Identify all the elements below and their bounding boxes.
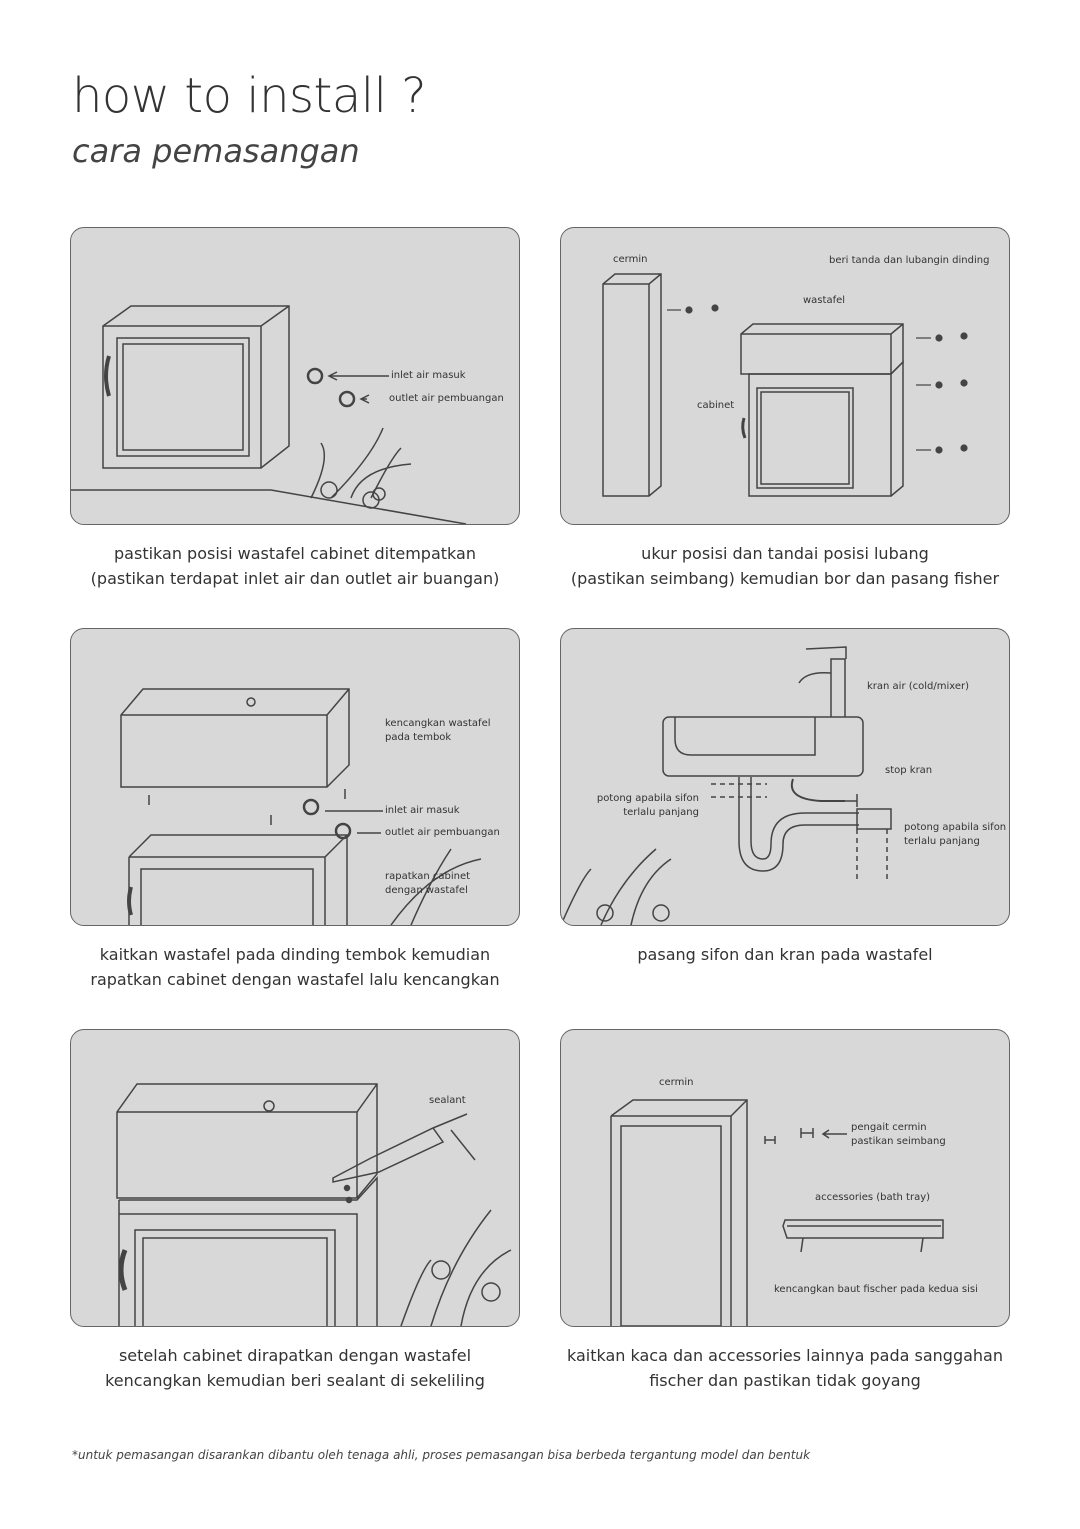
mirror-accessory-drawing [610, 1099, 944, 1326]
fasten-sink-label-1: kencangkan wastafel [385, 718, 491, 729]
step-1-caption: pastikan posisi wastafel cabinet ditempa… [70, 541, 520, 591]
step-2-illustration: cermin beri tanda dan lubangin dinding w… [560, 227, 1010, 525]
siphon-faucet-drawing [561, 646, 892, 925]
step-2-caption: ukur posisi dan tandai posisi lubang (pa… [560, 541, 1010, 591]
mirror-hook-label-1: pengait cermin [851, 1122, 927, 1133]
stop-valve-label: stop kran [885, 765, 933, 776]
wall-marking-drawing [602, 273, 968, 497]
mirror-label: cermin [659, 1077, 694, 1088]
caption-line: (pastikan seimbang) kemudian bor dan pas… [570, 569, 1000, 588]
sealant-label: sealant [429, 1095, 466, 1106]
caption-line: kaitkan wastafel pada dinding tembok kem… [99, 945, 491, 964]
fasten-fischer-label: kencangkan baut fischer pada kedua sisi [774, 1284, 978, 1295]
caption-line: pasang sifon dan kran pada wastafel [637, 945, 933, 964]
faucet-label: kran air (cold/mixer) [867, 681, 970, 692]
caption-line: ukur posisi dan tandai posisi lubang [641, 544, 929, 563]
drill-marks [667, 304, 968, 454]
step-4-caption: pasang sifon dan kran pada wastafel [560, 942, 1010, 967]
mirror-label: cermin [613, 254, 648, 265]
accessories-label: accessories (bath tray) [815, 1192, 931, 1203]
fasten-sink-label-2: pada tembok [385, 732, 452, 743]
footnote: *untuk pemasangan disarankan dibantu ole… [72, 1448, 811, 1462]
mirror-hook-label-2: pastikan seimbang [851, 1136, 946, 1147]
sealant-drawing [116, 1083, 512, 1326]
step-4-illustration: kran air (cold/mixer) stop kran potong a… [560, 628, 1010, 926]
cut-pipe-label-2: terlalu panjang [904, 836, 980, 847]
cabinet-placement-drawing [71, 305, 467, 524]
attach-cabinet-label-1: rapatkan cabinet [385, 871, 471, 882]
caption-line: rapatkan cabinet dengan wastafel lalu ke… [90, 970, 500, 989]
step-1-illustration: inlet air masuk outlet air pembuangan [70, 227, 520, 525]
caption-line: pastikan posisi wastafel cabinet ditempa… [114, 544, 476, 563]
sink-mount-drawing [120, 688, 482, 925]
cut-pipe-label-1: potong apabila sifon [904, 822, 1007, 833]
caption-line: kencangkan kemudian beri sealant di seke… [105, 1371, 485, 1390]
page-title: how to install ? [72, 68, 427, 124]
caption-line: kaitkan kaca dan accessories lainnya pad… [566, 1346, 1003, 1365]
inlet-label: inlet air masuk [385, 805, 460, 816]
page-subtitle: cara pemasangan [72, 132, 360, 170]
step-6-illustration: cermin pengait cermin pastikan seimbang … [560, 1029, 1010, 1327]
step-5-caption: setelah cabinet dirapatkan dengan wastaf… [70, 1343, 520, 1393]
caption-line: fischer dan pastikan tidak goyang [649, 1371, 921, 1390]
sink-label: wastafel [803, 295, 846, 306]
mark-wall-label: beri tanda dan lubangin dinding [829, 255, 990, 266]
caption-line: (pastikan terdapat inlet air dan outlet … [90, 569, 500, 588]
inlet-label: inlet air masuk [391, 370, 466, 381]
outlet-label: outlet air pembuangan [385, 827, 500, 838]
step-5-illustration: sealant [70, 1029, 520, 1327]
attach-cabinet-label-2: dengan wastafel [385, 885, 468, 896]
cut-siphon-label-1: potong apabila sifon [596, 793, 699, 804]
caption-line: setelah cabinet dirapatkan dengan wastaf… [118, 1346, 472, 1365]
outlet-label: outlet air pembuangan [389, 393, 504, 404]
step-6-caption: kaitkan kaca dan accessories lainnya pad… [560, 1343, 1010, 1393]
cut-siphon-label-2: terlalu panjang [623, 807, 699, 818]
cabinet-label: cabinet [697, 400, 735, 411]
step-3-illustration: kencangkan wastafel pada tembok inlet ai… [70, 628, 520, 926]
step-3-caption: kaitkan wastafel pada dinding tembok kem… [70, 942, 520, 992]
